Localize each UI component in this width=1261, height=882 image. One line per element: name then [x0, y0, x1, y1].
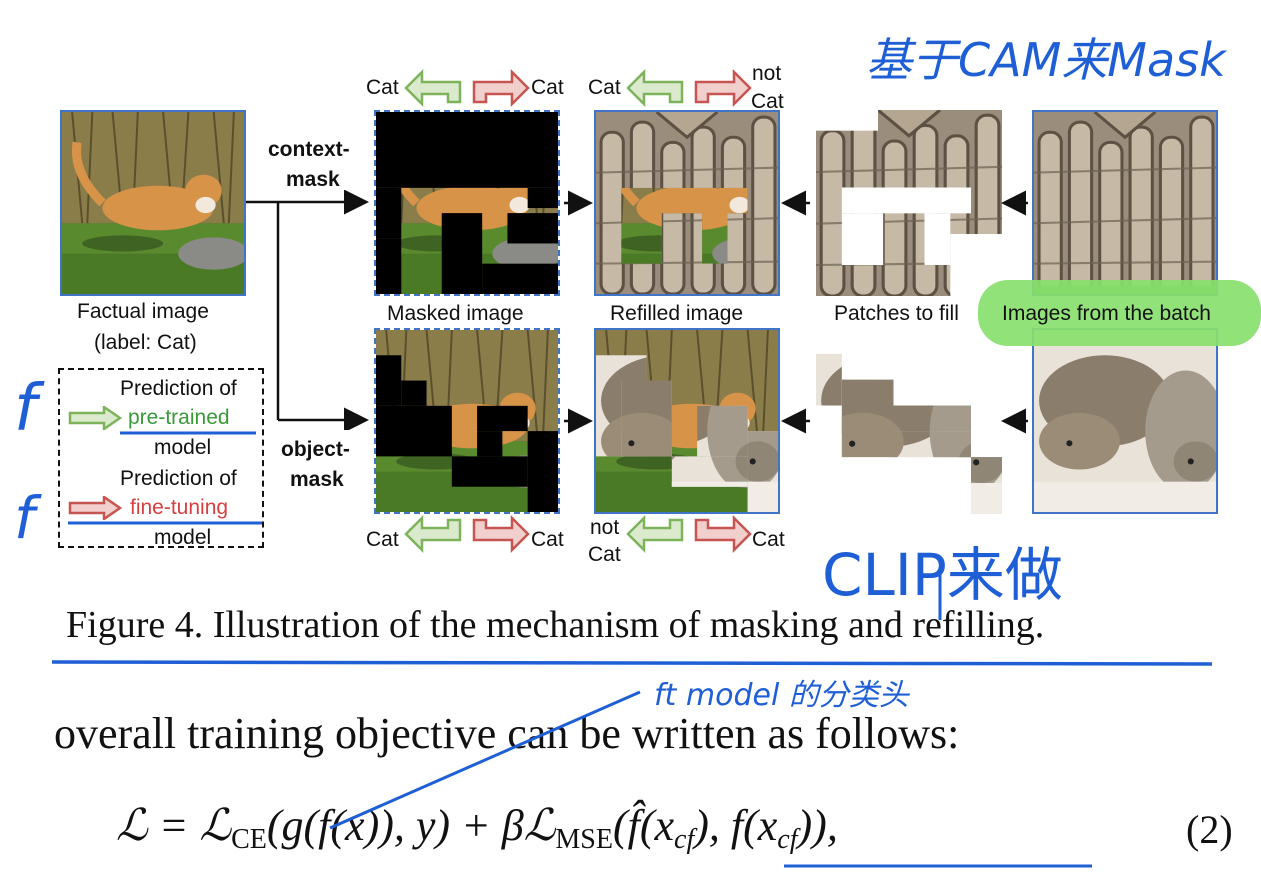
patches-to-fill-context — [816, 110, 1002, 296]
top-masked-red-label: Cat — [531, 76, 564, 99]
refilled-caption: Refilled image — [610, 302, 744, 325]
legend-box — [58, 368, 264, 548]
eq-part2c: ), f(x — [694, 801, 778, 850]
legend-model-1: model — [154, 436, 212, 459]
top-refilled-red-label-2: Cat — [751, 90, 784, 113]
annotation-top-right: 基于CAM来Mask — [866, 33, 1226, 87]
object-mask-label-1: object- — [281, 438, 350, 461]
masked-image-object — [374, 328, 560, 514]
figure-caption: Figure 4. Illustration of the mechanism … — [66, 604, 1045, 646]
eq-part2d: )), — [797, 801, 838, 850]
bot-masked-green-label: Cat — [366, 528, 399, 551]
eq-cf-sub-2: cf — [777, 824, 798, 855]
factual-caption-line2: (label: Cat) — [94, 331, 197, 354]
bot-refilled-green-label-1: not — [590, 516, 620, 539]
eq-part1: (g(f(x)), y) + βℒ — [266, 801, 556, 850]
eq-part2a: ( — [612, 801, 628, 850]
eq-ce-sub: CE — [231, 824, 267, 855]
refilled-image-context — [594, 110, 780, 296]
legend-pred-of-2: Prediction of — [120, 467, 237, 490]
batch-caption: Images from the batch — [1002, 302, 1211, 325]
eq-part2b: (x — [639, 801, 675, 850]
legend-pred-of-1: Prediction of — [120, 377, 237, 400]
legend-model-2: model — [154, 526, 212, 549]
legend-finetuning: fine-tuning — [130, 496, 229, 519]
patches-caption: Patches to fill — [834, 302, 959, 325]
equation-number: (2) — [1186, 807, 1233, 852]
factual-caption-line1: Factual image — [77, 300, 209, 323]
prediction-arrows — [404, 68, 752, 554]
annotation-left-f2: f — [14, 484, 35, 552]
patches-to-fill-object — [816, 328, 1002, 514]
masked-image-context — [374, 110, 560, 296]
top-refilled-red-label-1: not — [752, 62, 782, 85]
top-refilled-green-label: Cat — [588, 76, 621, 99]
equation: ℒ = ℒCE(g(f(x)), y) + βℒMSE(f̂(xcf), f(x… — [116, 800, 838, 856]
branch-connector — [246, 190, 369, 430]
bot-masked-red-label: Cat — [531, 528, 564, 551]
top-masked-green-label: Cat — [366, 76, 399, 99]
annotation-ft-model: ft model 的分类头 — [654, 678, 909, 713]
annotation-clip: CLIP来做 — [822, 541, 1063, 609]
eq-cf-sub-1: cf — [674, 824, 695, 855]
bot-refilled-green-label-2: Cat — [588, 543, 621, 566]
factual-image — [60, 110, 246, 296]
eq-lhs: ℒ = ℒ — [116, 801, 232, 850]
batch-caption-highlight — [978, 280, 1261, 346]
object-mask-label-2: mask — [290, 468, 344, 491]
legend-red-arrow — [68, 496, 123, 520]
context-mask-label-1: context- — [268, 138, 350, 161]
annotation-left-f1: f — [14, 372, 37, 446]
flow-arrows — [564, 190, 1028, 434]
context-mask-label-2: mask — [286, 168, 340, 191]
legend-pretrained: pre-trained — [128, 406, 230, 429]
refilled-image-object — [594, 328, 780, 514]
bot-refilled-red-label: Cat — [752, 528, 785, 551]
legend-green-arrow — [68, 406, 123, 430]
eq-fhat: f̂ — [627, 801, 640, 850]
masked-caption: Masked image — [387, 302, 524, 325]
eq-mse-sub: MSE — [555, 824, 613, 855]
